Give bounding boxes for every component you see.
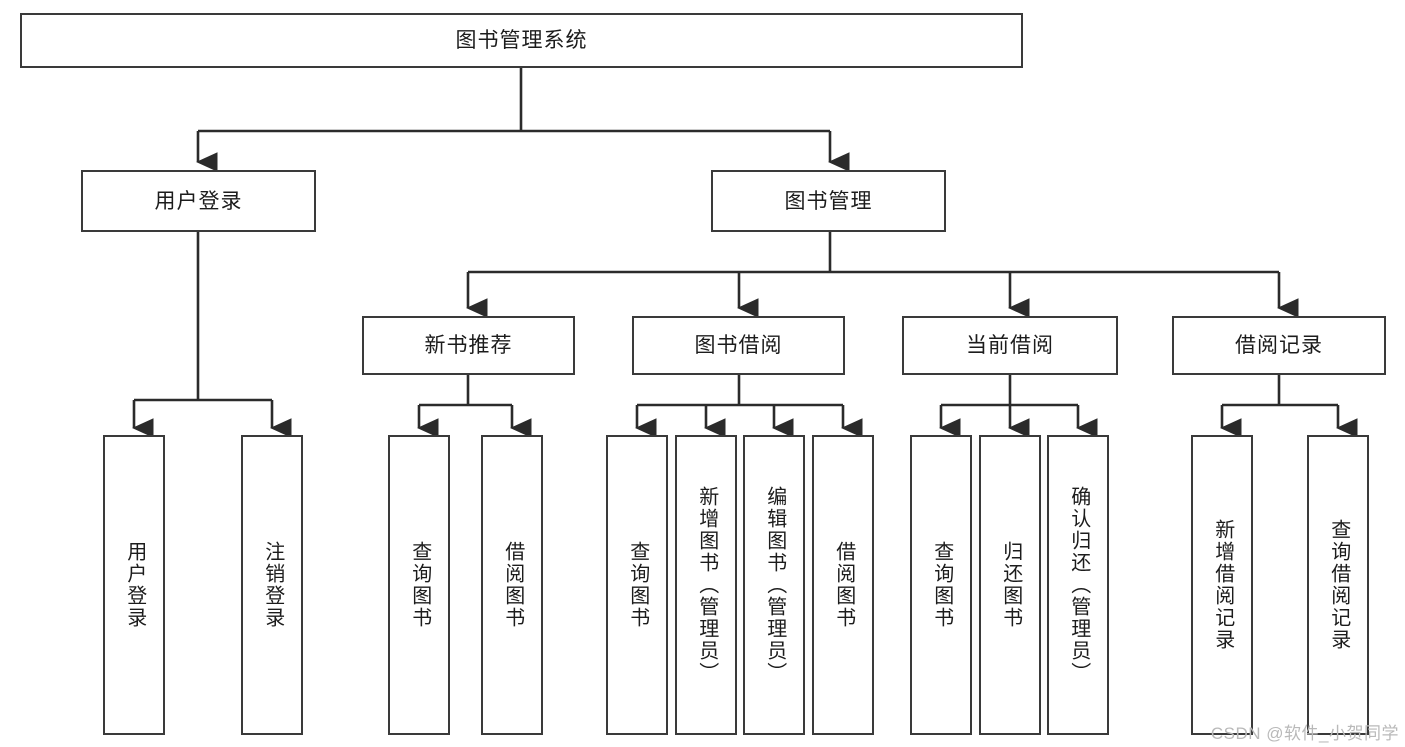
node-new-book-recommend[interactable]: 新书推荐 xyxy=(362,316,575,375)
leaf-record-query-record[interactable]: 查询借阅记录 xyxy=(1307,435,1369,735)
node-root-system[interactable]: 图书管理系统 xyxy=(20,13,1023,68)
node-label: 用户登录 xyxy=(154,189,243,213)
node-label: 查询借阅记录 xyxy=(1327,519,1350,651)
leaf-recommend-borrow-book[interactable]: 借阅图书 xyxy=(481,435,543,735)
node-label: 编辑图书（管理员） xyxy=(763,486,786,684)
node-label: 新增借阅记录 xyxy=(1211,519,1234,651)
node-book-management[interactable]: 图书管理 xyxy=(711,170,946,232)
node-label: 用户登录 xyxy=(123,541,146,629)
leaf-borrow-query-book[interactable]: 查询图书 xyxy=(606,435,668,735)
node-borrow-record[interactable]: 借阅记录 xyxy=(1172,316,1386,375)
node-label: 图书管理系统 xyxy=(455,29,588,52)
node-book-borrow[interactable]: 图书借阅 xyxy=(632,316,845,375)
leaf-borrow-borrow-book[interactable]: 借阅图书 xyxy=(812,435,874,735)
leaf-recommend-query-book[interactable]: 查询图书 xyxy=(388,435,450,735)
leaf-borrow-edit-book-admin[interactable]: 编辑图书（管理员） xyxy=(743,435,805,735)
node-current-borrow[interactable]: 当前借阅 xyxy=(902,316,1118,375)
node-label: 归还图书 xyxy=(999,541,1022,629)
leaf-current-query-book[interactable]: 查询图书 xyxy=(910,435,972,735)
node-label: 确认归还（管理员） xyxy=(1067,486,1090,684)
node-label: 查询图书 xyxy=(408,541,431,629)
leaf-user-login-logout[interactable]: 注销登录 xyxy=(241,435,303,735)
node-label: 新增图书（管理员） xyxy=(695,486,718,684)
node-label: 查询图书 xyxy=(626,541,649,629)
leaf-user-login-login[interactable]: 用户登录 xyxy=(103,435,165,735)
csdn-watermark: CSDN @软件_小贺同学 xyxy=(1210,724,1399,743)
node-label: 借阅记录 xyxy=(1235,334,1323,357)
leaf-current-return-book[interactable]: 归还图书 xyxy=(979,435,1041,735)
node-label: 当前借阅 xyxy=(966,334,1054,357)
node-label: 图书管理 xyxy=(784,189,873,213)
node-user-login[interactable]: 用户登录 xyxy=(81,170,316,232)
node-label: 查询图书 xyxy=(930,541,953,629)
node-label: 新书推荐 xyxy=(424,334,513,357)
leaf-current-confirm-return-admin[interactable]: 确认归还（管理员） xyxy=(1047,435,1109,735)
node-label: 借阅图书 xyxy=(832,541,855,629)
node-label: 借阅图书 xyxy=(501,541,524,629)
leaf-borrow-add-book-admin[interactable]: 新增图书（管理员） xyxy=(675,435,737,735)
node-label: 图书借阅 xyxy=(694,334,783,357)
node-label: 注销登录 xyxy=(261,541,284,629)
leaf-record-add-record[interactable]: 新增借阅记录 xyxy=(1191,435,1253,735)
